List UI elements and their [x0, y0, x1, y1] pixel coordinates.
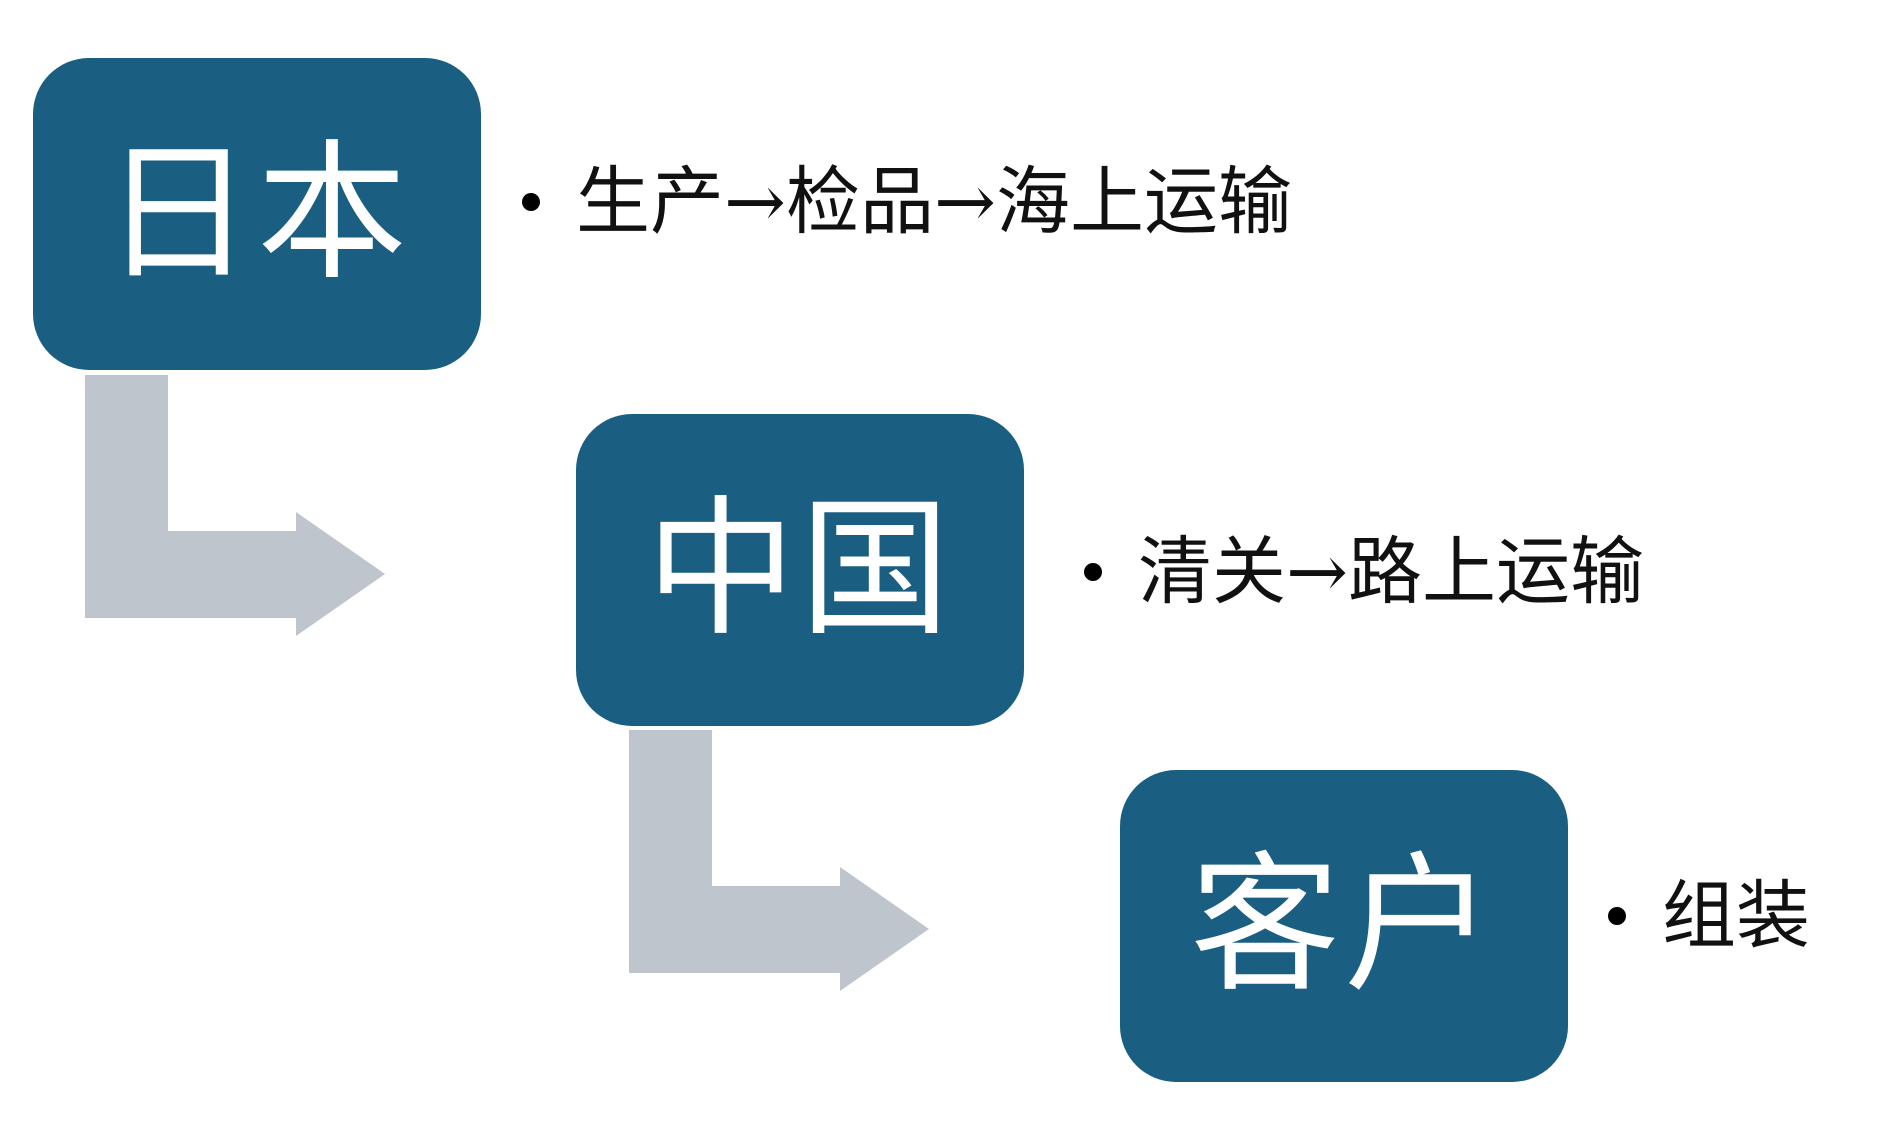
step-box-china: 中国 — [576, 414, 1024, 726]
step-label: 中国 — [645, 483, 954, 657]
connector-arrow-shape — [629, 730, 929, 991]
step-detail-text: 生产→检品→海上运输 — [576, 159, 1293, 245]
bent-arrow-icon — [629, 730, 929, 991]
step-detail-customer: 组装 — [1608, 876, 1810, 956]
bullet-dot-icon — [522, 193, 540, 211]
step-detail-japan: 生产→检品→海上运输 — [522, 162, 1292, 242]
step-detail-china: 清关→路上运输 — [1084, 532, 1644, 612]
step-label: 日本 — [102, 127, 411, 301]
bent-arrow-icon — [85, 375, 385, 636]
bullet-dot-icon — [1608, 907, 1626, 925]
connector-arrow-shape — [85, 375, 385, 636]
bullet-dot-icon — [1084, 563, 1102, 581]
step-label: 客户 — [1189, 839, 1498, 1013]
step-box-customer: 客户 — [1120, 770, 1568, 1082]
step-detail-text: 清关→路上运输 — [1138, 529, 1645, 615]
step-detail-text: 组装 — [1662, 873, 1810, 959]
step-box-japan: 日本 — [33, 58, 481, 370]
